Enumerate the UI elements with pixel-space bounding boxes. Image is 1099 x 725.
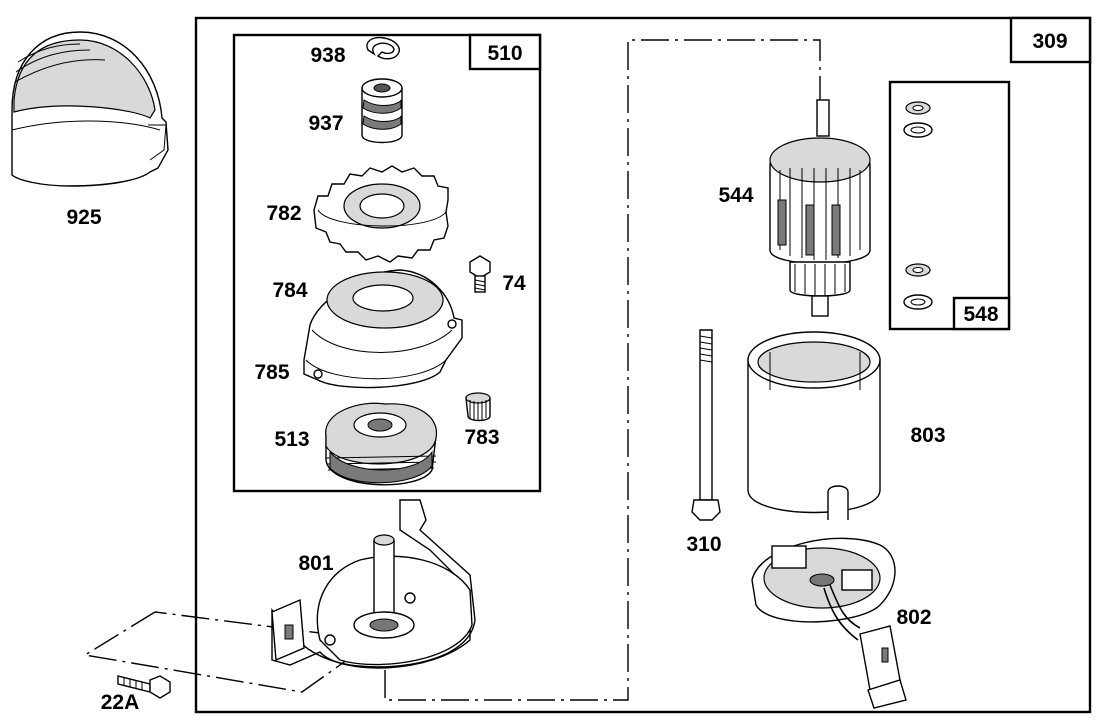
housing-part xyxy=(747,331,881,520)
part-label-783: 783 xyxy=(464,426,499,449)
part-label-785: 785 xyxy=(254,361,289,384)
assembly-box-548 xyxy=(888,80,1011,331)
clutch-part xyxy=(325,402,438,486)
part-label-803: 803 xyxy=(910,424,945,447)
end-cap-part xyxy=(271,499,476,669)
pinion-part xyxy=(465,392,491,422)
assembly-label-548: 548 xyxy=(952,296,1011,331)
cover-part xyxy=(11,31,169,187)
svg-text:548: 548 xyxy=(963,303,998,326)
part-label-544: 544 xyxy=(718,184,753,207)
retainer-ring-part xyxy=(366,36,400,60)
svg-text:510: 510 xyxy=(487,42,522,65)
part-label-802: 802 xyxy=(896,606,931,629)
part-label-925: 925 xyxy=(66,206,101,229)
part-label-310: 310 xyxy=(686,533,721,556)
washer-set-part xyxy=(903,101,933,310)
armature-part xyxy=(769,99,871,317)
cap-part xyxy=(303,269,463,389)
assembly-label-309: 309 xyxy=(1009,16,1092,64)
brush-plate-part xyxy=(751,537,907,709)
part-label-22a: 22A xyxy=(101,691,140,714)
alignment-line-bolt xyxy=(384,39,821,701)
screw-22a-part xyxy=(117,675,171,699)
screw-74-part xyxy=(469,255,491,293)
assembly-box-309 xyxy=(194,16,1092,714)
part-label-782: 782 xyxy=(266,202,301,225)
helix-part xyxy=(361,78,403,144)
assembly-box-510 xyxy=(232,33,542,493)
assembly-label-510: 510 xyxy=(468,33,542,71)
part-label-513: 513 xyxy=(274,428,309,451)
part-label-74: 74 xyxy=(502,272,526,295)
part-label-937: 937 xyxy=(308,112,343,135)
part-label-801: 801 xyxy=(298,552,333,575)
svg-text:309: 309 xyxy=(1032,30,1067,53)
through-bolt-part xyxy=(691,329,721,521)
part-label-784: 784 xyxy=(272,279,307,302)
part-label-938: 938 xyxy=(310,44,345,67)
gear-part xyxy=(313,165,449,263)
